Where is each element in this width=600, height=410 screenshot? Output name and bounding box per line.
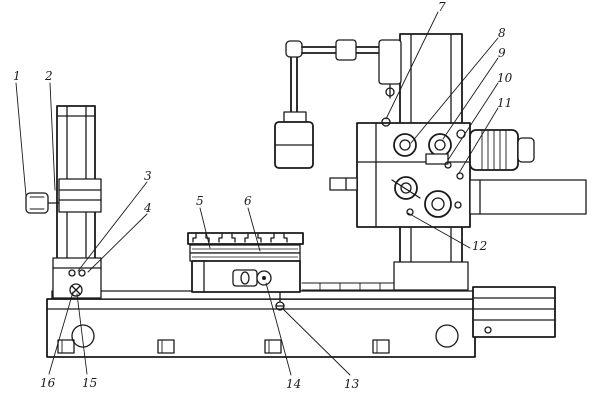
- callout-6: 6: [244, 194, 252, 208]
- callout-15: 15: [82, 376, 97, 390]
- callout-3: 3: [144, 169, 152, 183]
- headstock: [329, 117, 587, 228]
- callout-1: 1: [13, 69, 21, 83]
- callout-4: 4: [143, 201, 152, 215]
- callout-11: 11: [497, 96, 512, 110]
- leader-lines: [15, 11, 499, 376]
- callout-12: 12: [472, 239, 487, 253]
- callout-9: 9: [498, 46, 506, 60]
- callout-7: 7: [438, 0, 446, 14]
- callout-13: 13: [344, 377, 360, 391]
- callout-16: 16: [40, 376, 56, 390]
- callout-2: 2: [44, 69, 53, 83]
- callout-8: 8: [498, 26, 506, 40]
- back-stand: [25, 105, 102, 299]
- callout-14: 14: [286, 377, 301, 391]
- callout-5: 5: [196, 194, 204, 208]
- callout-labels: 1 2 3 4 5 6 7 8 9 10 11 12 13 14 15 16: [13, 0, 513, 391]
- work-table: [187, 232, 401, 311]
- machine-bed: [46, 290, 476, 358]
- callout-10: 10: [497, 71, 513, 85]
- electrical-cabinet: [472, 286, 556, 338]
